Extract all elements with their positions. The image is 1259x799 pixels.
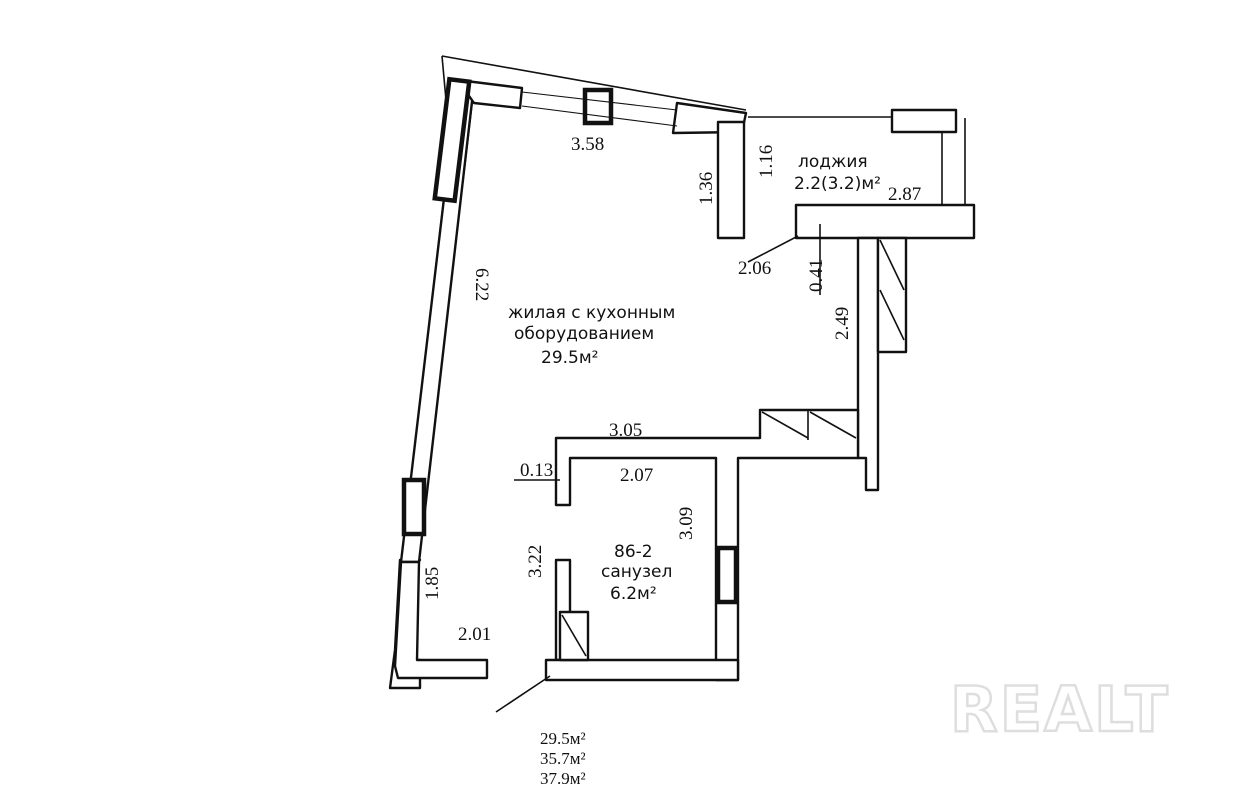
leader-entry — [495, 675, 551, 713]
bathroom-bottom-wall — [544, 658, 740, 682]
total-area-with-loggia: 37.9м² — [540, 769, 586, 788]
north-window-pier — [432, 76, 472, 204]
shaft-diagonal-2 — [879, 289, 905, 341]
leader-lines — [495, 224, 821, 713]
bathroom-door-pier — [715, 545, 739, 605]
loggia-area: 2.2(3.2)м² — [794, 174, 881, 194]
shaft-diagonal-1 — [879, 239, 905, 291]
west-window-pier — [401, 477, 427, 537]
living-room-name-line1: жилая с кухонным — [508, 303, 675, 323]
loggia-corner — [890, 108, 958, 134]
loggia-name: лоджия — [798, 152, 868, 172]
dim-west-wall: 6.22 — [471, 268, 492, 301]
corridor-wall — [554, 408, 860, 682]
room-labels: жилая с кухонным оборудованием 29.5м² ло… — [508, 152, 881, 604]
realt-watermark: REALT — [950, 673, 1170, 746]
dim-bathroom-right: 3.09 — [676, 507, 697, 540]
parapet-line — [441, 55, 747, 111]
dim-loggia-width: 2.87 — [888, 184, 921, 205]
vent-diagonal-1 — [761, 411, 809, 439]
dim-bathroom-top: 3.05 — [609, 420, 642, 441]
dim-1-16: 1.16 — [756, 145, 777, 178]
dim-0-13: 0.13 — [520, 460, 553, 481]
total-living-area: 29.5м² — [540, 729, 586, 748]
leader-2-06 — [747, 235, 799, 263]
dim-east-wall: 2.49 — [832, 307, 853, 340]
dim-loggia-door: 2.06 — [738, 258, 771, 279]
bathroom-area: 6.2м² — [610, 584, 657, 604]
dim-window-wall: 3.58 — [571, 134, 604, 155]
living-room-area: 29.5м² — [541, 348, 599, 368]
bathroom-number: 86-2 — [614, 542, 653, 562]
total-area: 35.7м² — [540, 749, 586, 768]
east-wall — [856, 236, 880, 492]
living-room-name-line2: оборудованием — [514, 324, 654, 344]
window-line-1 — [521, 91, 678, 111]
area-totals: 29.5м² 35.7м² 37.9м² — [540, 729, 586, 788]
walls — [388, 55, 976, 690]
bathroom-name: санузел — [601, 562, 672, 582]
dim-1-36: 1.36 — [696, 172, 717, 205]
dim-southwest-wall: 1.85 — [422, 567, 443, 600]
east-column — [716, 120, 746, 240]
dim-bathroom-width: 2.07 — [620, 465, 653, 486]
dim-0-41: 0.41 — [806, 259, 827, 292]
dim-bathroom-left: 3.22 — [525, 545, 546, 578]
loggia-slab — [794, 203, 976, 240]
window-line-2 — [521, 105, 678, 127]
parapet-edge — [441, 55, 447, 101]
southwest-wall — [393, 560, 489, 680]
dim-entry-wall: 2.01 — [458, 624, 491, 645]
bathroom-shaft-diagonal — [561, 614, 587, 657]
vent-diagonal-2 — [809, 411, 857, 439]
ventilation-shaft — [876, 236, 908, 354]
window-pier — [582, 87, 614, 126]
dimension-labels: 3.58 6.22 1.36 1.16 2.87 2.06 0.41 2.49 … — [422, 134, 921, 645]
